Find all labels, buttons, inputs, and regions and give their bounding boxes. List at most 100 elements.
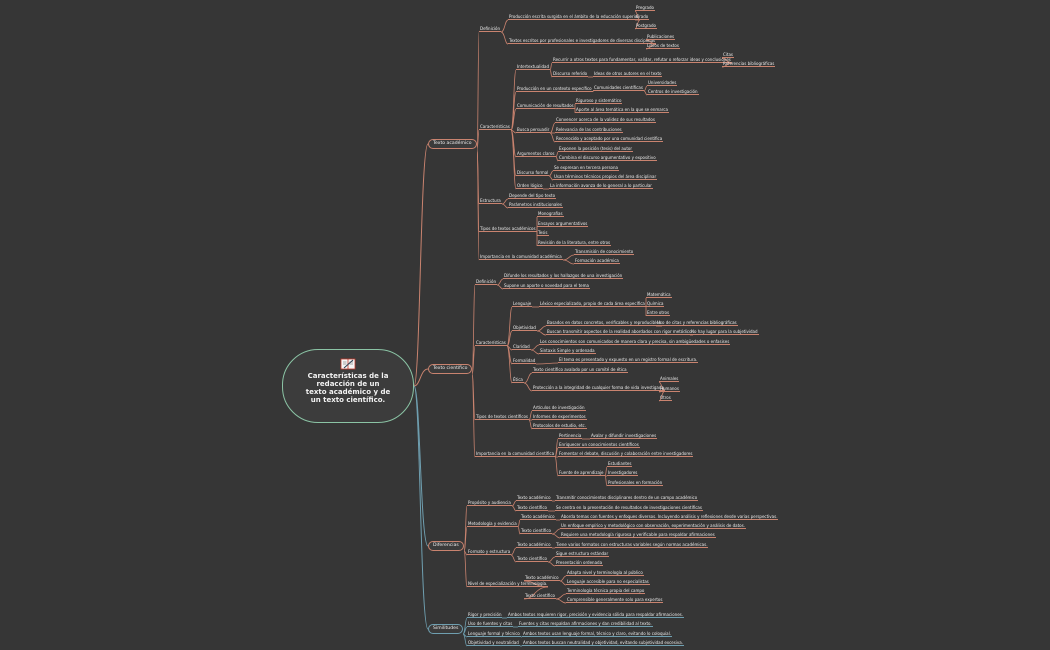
dif-niv-ta-1[interactable]: Adapta nivel y terminología al público — [566, 570, 644, 576]
ta-tercera-persona[interactable]: Se expresan en tercera persona — [553, 165, 619, 171]
tc-avalar[interactable]: Avalar y difundir investigaciones — [590, 433, 658, 439]
dif-niv-ta[interactable]: Texto académico — [524, 575, 560, 581]
ta-discurso-referido-text[interactable]: Ideas de otros autores en el texto — [593, 71, 663, 77]
ta-terminos[interactable]: Usan términos técnicos propios del área … — [553, 174, 658, 180]
tc-entre-otros[interactable]: Entre otros — [646, 310, 671, 316]
tc-humanos[interactable]: Humanos — [659, 386, 680, 392]
ta-comunicacion[interactable]: Comunicación de resultados — [516, 103, 575, 109]
tc-matematica[interactable]: Matemática — [646, 292, 672, 298]
ta-comunidades[interactable]: Comunidades científicas — [593, 85, 644, 91]
tc-informes[interactable]: Informes de experimentos — [532, 414, 587, 420]
tc-tipos[interactable]: Tipos de textos científicos — [475, 414, 529, 420]
tc-etica[interactable]: Ética — [512, 377, 524, 383]
ta-def-postgrado[interactable]: Postgrado — [635, 23, 657, 29]
tc-definicion[interactable]: Definición — [475, 279, 497, 285]
topic-texto-academico[interactable]: Texto académico — [428, 139, 477, 149]
tc-otros[interactable]: Otros — [659, 395, 672, 401]
ta-convencer[interactable]: Convencer acerca de la validez de sus re… — [555, 117, 656, 123]
tc-fuente[interactable]: Fuente de aprendizaje — [558, 470, 605, 476]
dif-niv-tc-1[interactable]: Terminología técnica propia del campo — [566, 588, 646, 594]
dif-form-tc-text1[interactable]: Sigue estructura estándar — [555, 551, 610, 557]
ta-importancia[interactable]: Importancia en la comunidad académica — [479, 254, 563, 260]
dif-prop-ta[interactable]: Texto académico — [516, 495, 552, 501]
ta-discurso-formal[interactable]: Discurso formal — [516, 170, 550, 176]
tc-lenguaje[interactable]: Lenguaje — [512, 301, 533, 307]
tc-no-subjetividad[interactable]: No hay lugar para la subjetividad — [690, 329, 759, 335]
sim-fuentes[interactable]: Uso de fuentes y citas — [467, 621, 514, 627]
ta-produccion-contexto[interactable]: Producción en un contexto específico — [516, 86, 593, 92]
ta-parametros[interactable]: Parámetros institucionales — [508, 202, 563, 208]
tc-claridad[interactable]: Claridad — [512, 344, 531, 350]
central-topic[interactable]: Características de la redacción de un te… — [282, 349, 414, 423]
dif-formato[interactable]: Formato y estructura — [467, 549, 512, 555]
tc-articulos[interactable]: Artículos de investigación — [532, 405, 586, 411]
ta-intertext-text[interactable]: Recurrir a otros textos para fundamentar… — [552, 57, 732, 63]
dif-niv-tc-2[interactable]: Comprensible generalmente solo para expe… — [566, 597, 664, 603]
ta-caracteristicas[interactable]: Características — [479, 124, 511, 130]
ta-argumentos[interactable]: Argumentos claros — [516, 151, 556, 157]
sim-objetividad[interactable]: Objetividad y neutralidad — [467, 640, 520, 646]
tc-caracteristicas[interactable]: Características — [475, 340, 507, 346]
ta-aporte[interactable]: Aporte al área temática en la que se enm… — [575, 107, 669, 113]
tc-investigadores[interactable]: Investigadores — [607, 470, 639, 476]
tc-formalidad[interactable]: Formalidad — [512, 358, 537, 364]
tc-quimica[interactable]: Química — [646, 301, 665, 307]
dif-form-ta[interactable]: Texto académico — [516, 542, 552, 548]
ta-formacion[interactable]: Formación académica — [574, 258, 620, 264]
dif-met-ta[interactable]: Texto académico — [520, 514, 556, 520]
ta-monografias[interactable]: Monografías — [537, 211, 564, 217]
tc-protocolos[interactable]: Protocolos de estudio, etc. — [532, 423, 587, 429]
ta-revision[interactable]: Revisión de la literatura, entre otros — [537, 240, 612, 246]
tc-basados[interactable]: Basados en datos concretos, verificables… — [546, 320, 662, 326]
dif-prop-tc-text[interactable]: Se centra en la presentación de resultad… — [555, 505, 703, 511]
ta-def-textos[interactable]: Textos escritos por profesionales e inve… — [508, 38, 657, 44]
ta-riguroso[interactable]: Riguroso y sistemático — [575, 98, 623, 104]
tc-formalidad-text[interactable]: El tema es presentado y expuesto en un r… — [558, 357, 699, 363]
ta-busca-persuadir[interactable]: Busca persuadir — [516, 127, 551, 133]
dif-form-tc[interactable]: Texto científico — [516, 556, 548, 562]
dif-met-tc[interactable]: Texto científico — [520, 528, 552, 534]
tc-conocimientos[interactable]: Los conocimientos son comunicados de man… — [539, 339, 731, 345]
dif-nivel[interactable]: Nivel de especialización y terminología. — [467, 581, 549, 587]
dif-proposito[interactable]: Propósito y audiencia — [467, 500, 512, 506]
ta-reconocido[interactable]: Reconocido y aceptado por una comunidad … — [555, 136, 664, 142]
topic-diferencias[interactable]: Diferencias — [428, 541, 464, 551]
ta-referencias[interactable]: Referencias bibliográficas — [722, 61, 776, 67]
ta-orden-logico[interactable]: Orden lógico — [516, 183, 544, 189]
ta-exponen[interactable]: Exponen la posición (tesis) del autor — [558, 146, 633, 152]
tc-animales[interactable]: Animales — [659, 376, 680, 382]
tc-supone[interactable]: Supone un aporte o novedad para el tema — [503, 283, 590, 289]
tc-importancia[interactable]: Importancia en la comunidad científica — [475, 451, 556, 457]
sim-rigor-text[interactable]: Ambos textos requieren rigor, precisión … — [507, 612, 685, 618]
tc-profesionales[interactable]: Profesionales en formación — [607, 480, 664, 486]
tc-difunde[interactable]: Difunde los resultados y los hallazgos d… — [503, 273, 624, 279]
dif-prop-tc[interactable]: Texto científico — [516, 505, 548, 511]
tc-enriquecer[interactable]: Enriquecer un conocimientos científicos — [558, 442, 640, 448]
topic-texto-cientifico[interactable]: Texto científico — [428, 364, 473, 374]
tc-uso-citas[interactable]: Uso de citas y referencias bibliográfica… — [656, 320, 738, 326]
dif-niv-ta-2[interactable]: Lenguaje accesible para no especialistas — [566, 579, 650, 585]
tc-comite[interactable]: Texto científico avalado por un comité d… — [532, 367, 628, 373]
ta-def-pregrado[interactable]: Pregrado — [635, 5, 655, 11]
ta-depende[interactable]: Depende del tipo texto — [508, 193, 557, 199]
ta-discurso-referido[interactable]: Discurso referido — [552, 71, 589, 77]
sim-rigor[interactable]: Rigor y precisión — [467, 612, 503, 618]
dif-metodologia[interactable]: Metodología y evidencia — [467, 521, 518, 527]
ta-centros[interactable]: Centros de investigación — [647, 89, 699, 95]
tc-pertinencia[interactable]: Pertinencia — [558, 433, 583, 439]
dif-met-tc-text1[interactable]: Un enfoque empírico y metodológico con o… — [560, 523, 746, 529]
sim-objetividad-text[interactable]: Ambos textos buscan neutralidad y objeti… — [522, 640, 685, 646]
dif-met-tc-text2[interactable]: Requiere una metodología rigurosa y veri… — [560, 532, 716, 538]
dif-met-ta-text[interactable]: Aborda temas con fuentes y enfoques dive… — [560, 514, 779, 520]
ta-definicion[interactable]: Definición — [479, 26, 501, 32]
dif-form-tc-text2[interactable]: Presentación ordenada — [555, 560, 604, 566]
ta-def-libros[interactable]: Libros de textos — [646, 43, 680, 49]
ta-ensayos[interactable]: Ensayos argumentativos — [537, 221, 589, 227]
ta-combina[interactable]: Combina el discurso argumentativo y expo… — [558, 155, 657, 161]
ta-citas[interactable]: Citas — [722, 52, 735, 58]
ta-relevancia[interactable]: Relevancia de las contribuciones — [555, 127, 623, 133]
ta-estructura[interactable]: Estructura — [479, 198, 502, 204]
tc-proteccion[interactable]: Protección a la integridad de cualquier … — [532, 385, 665, 391]
ta-def-grado[interactable]: Grado — [635, 14, 650, 20]
sim-fuentes-text[interactable]: Fuentes y citas respaldan afirmaciones y… — [518, 621, 653, 627]
